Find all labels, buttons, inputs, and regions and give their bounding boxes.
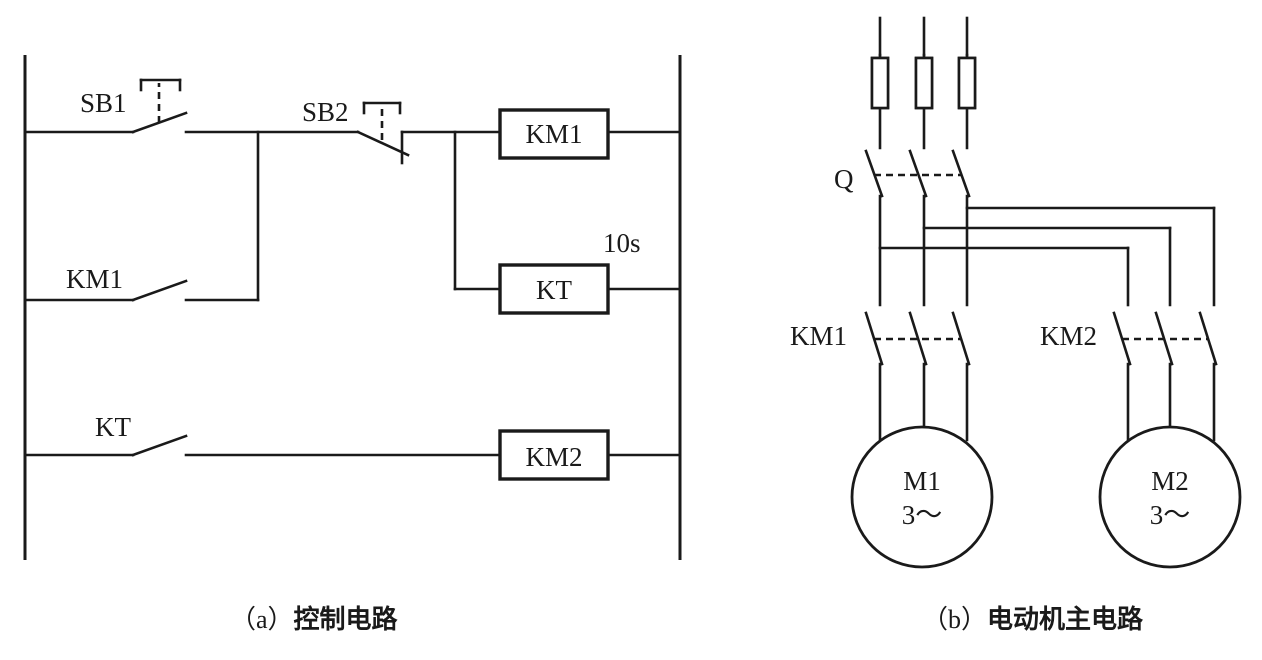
km2-coil-label: KM2 [525, 442, 582, 472]
motor-m2 [1098, 425, 1242, 569]
km1-coil [498, 108, 610, 160]
q-isolator-switch [864, 149, 971, 198]
km2-main-contacts [1112, 311, 1218, 366]
km1-contact-label: KM1 [66, 264, 123, 294]
sb1-pushbutton-contact [131, 78, 188, 134]
caption-a: （a）控制电路 [230, 604, 399, 634]
sb2-pushbutton-contact [356, 101, 410, 165]
caption-a-text: 控制电路 [294, 604, 399, 634]
km1-coil-label: KM1 [525, 119, 582, 149]
main-circuit: Q KM1 KM2 M1 3～ M2 3～ （b）电动机主电路 [790, 16, 1242, 634]
motor1-name: M1 [903, 466, 941, 496]
caption-b-prefix: （b） [922, 605, 987, 634]
motor2-name: M2 [1151, 466, 1189, 496]
kt-coil [498, 263, 610, 315]
kt-coil-label: KT [536, 275, 572, 305]
fuse-l1-body [870, 56, 890, 110]
control-circuit: SB1 SB2 KM1 KT KM1 KT 10s KM2 （a）控制电路 [23, 55, 682, 634]
fuse-l3-body [957, 56, 977, 110]
motor1-phase: 3～ [902, 500, 943, 530]
motor2-phase: 3～ [1150, 500, 1191, 530]
km1-holding-contact [131, 279, 188, 302]
km1-main-contacts [864, 311, 971, 366]
kt-delay-label: 10s [603, 228, 641, 258]
kt-delay-contact [131, 434, 188, 457]
motor-m1 [850, 425, 994, 569]
km1-main-label: KM1 [790, 321, 847, 351]
sb1-label: SB1 [80, 88, 127, 118]
sb2-label: SB2 [302, 97, 349, 127]
q-switch-label: Q [834, 164, 854, 194]
km2-main-label: KM2 [1040, 321, 1097, 351]
caption-b-text: 电动机主电路 [987, 604, 1144, 634]
fuse-l2-body [914, 56, 934, 110]
kt-contact-label: KT [95, 412, 131, 442]
caption-a-prefix: （a） [230, 605, 294, 634]
caption-b: （b）电动机主电路 [922, 604, 1144, 634]
